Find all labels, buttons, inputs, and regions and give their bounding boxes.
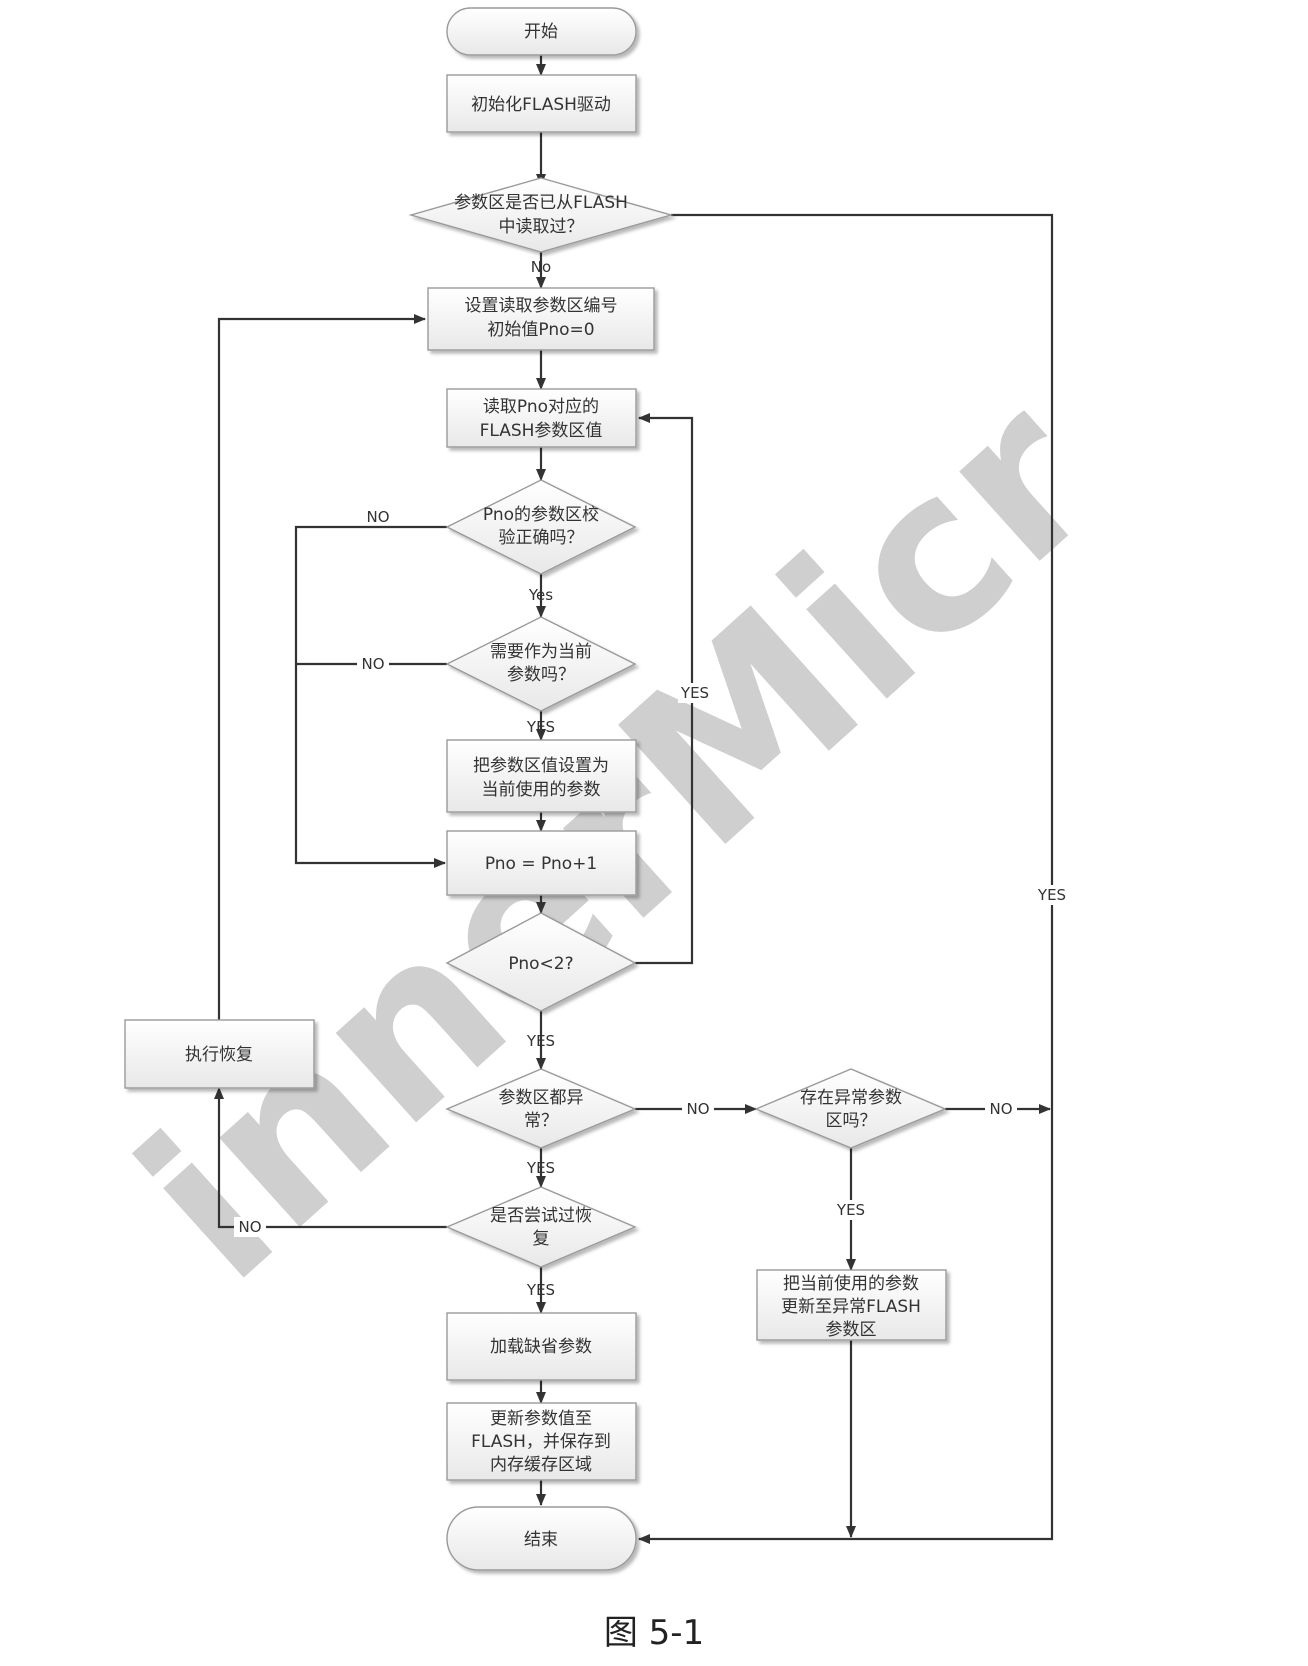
pno-lt2-decision (445, 912, 637, 1012)
set-pno-label-2: 初始值Pno=0 (487, 320, 594, 340)
read-check-label-1: 参数区是否已从FLASH (454, 193, 628, 213)
update-abnormal-label-1: 把当前使用的参数 (783, 1273, 919, 1294)
read-pno-box (446, 388, 637, 448)
set-current-label-2: 当前使用的参数 (482, 779, 601, 800)
end-label: 结束 (524, 1530, 558, 1550)
exists-abnormal-label-2: 区吗？ (826, 1111, 877, 1131)
recover-box (124, 1019, 315, 1089)
edge-label-yes-tried: YES (526, 1281, 555, 1299)
init-box (446, 74, 637, 133)
edge-label-yes-all: YES (526, 1159, 555, 1177)
edge-recover-setpno (217, 314, 426, 1020)
load-default-box (446, 1312, 637, 1381)
edge-label-no-all: NO (686, 1100, 709, 1118)
need-current-label-1: 需要作为当前 (490, 642, 592, 662)
all-abnormal-label-1: 参数区都异 (499, 1088, 584, 1108)
set-pno-box (427, 287, 655, 351)
recover-label: 执行恢复 (185, 1045, 253, 1065)
edge-label-yes-verify: Yes (528, 586, 553, 604)
set-current-box (446, 739, 637, 813)
figure-caption: 图 5-1 (603, 1613, 705, 1653)
update-flash-box (446, 1402, 637, 1481)
set-current-label-1: 把参数区值设置为 (473, 756, 609, 776)
edge-tried-no-recover (214, 1087, 447, 1229)
edge-label-no-need: NO (361, 655, 384, 673)
exists-abnormal-decision (754, 1068, 947, 1149)
load-default-label: 加载缺省参数 (490, 1337, 592, 1357)
update-abnormal-label-2: 更新至异常FLASH (781, 1297, 921, 1317)
pno-lt2-label: Pno<2? (508, 954, 573, 974)
edge-label-no-verify: NO (366, 508, 389, 526)
increment-box (446, 830, 637, 896)
edge-label-no-read: No (531, 258, 551, 276)
verify-label-1: Pno的参数区校 (483, 505, 599, 525)
edge-label-yes-read: YES (1037, 886, 1066, 904)
edge-label-yes-pno: YES (526, 1032, 555, 1050)
read-check-label-2: 中读取过？ (499, 217, 584, 237)
edge-label-yes-exists: YES (836, 1201, 865, 1219)
tried-recover-label-1: 是否尝试过恢 (490, 1206, 592, 1226)
read-pno-label-1: 读取Pno对应的 (483, 397, 599, 417)
verify-label-2: 验正确吗？ (499, 528, 584, 548)
init-label: 初始化FLASH驱动 (471, 95, 611, 115)
edge-verify-no-inc (294, 525, 447, 868)
update-flash-label-2: FLASH，并保存到 (471, 1432, 611, 1452)
exists-abnormal-label-1: 存在异常参数 (800, 1088, 902, 1108)
edge-check-yes-end (638, 213, 1054, 1544)
set-pno-label-1: 设置读取参数区编号 (465, 296, 618, 316)
read-pno-label-2: FLASH参数区值 (480, 421, 603, 441)
tried-recover-decision (445, 1186, 637, 1268)
edge-label-yes-loop: YES (680, 684, 709, 702)
edge-label-yes-need: YES (526, 718, 555, 736)
update-abnormal-box (756, 1269, 947, 1341)
need-current-decision (445, 616, 637, 712)
start-terminal (446, 7, 637, 56)
all-abnormal-label-2: 常？ (524, 1111, 558, 1131)
read-check-decision (408, 177, 674, 253)
all-abnormal-decision (445, 1068, 637, 1149)
update-abnormal-label-3: 参数区 (826, 1320, 877, 1340)
update-flash-label-1: 更新参数值至 (490, 1409, 592, 1429)
update-flash-label-3: 内存缓存区域 (490, 1455, 592, 1475)
need-current-label-2: 参数吗？ (507, 665, 575, 685)
start-label: 开始 (524, 22, 558, 42)
tried-recover-label-2: 复 (533, 1229, 550, 1249)
edge-label-no-exists: NO (989, 1100, 1012, 1118)
increment-label: Pno = Pno+1 (485, 854, 597, 874)
edge-label-no-tried: NO (238, 1218, 261, 1236)
verify-decision (445, 479, 637, 575)
end-terminal (446, 1506, 637, 1571)
